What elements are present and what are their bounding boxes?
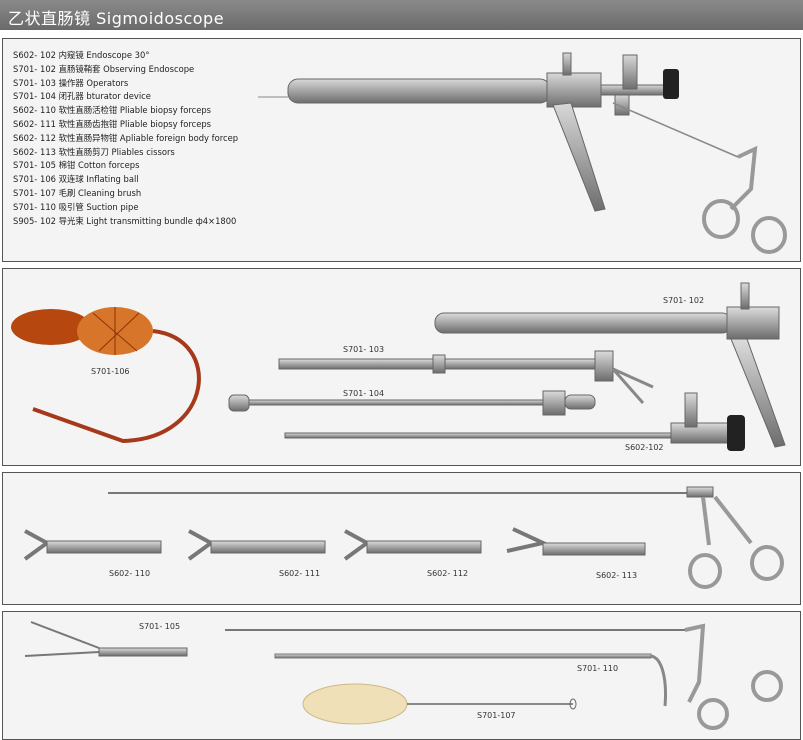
s602-112-label: S602- 112	[427, 569, 469, 578]
s602-110-label: S602- 110	[109, 569, 151, 578]
parts-list-item: S701- 102 直肠镜鞘套 Observing Endoscope	[13, 63, 195, 74]
accessories-image	[24, 621, 783, 730]
s701-107-label: S701-107	[477, 711, 516, 720]
parts-list: S602- 102 内窥镜 Endoscope 30° S701- 102 直肠…	[13, 49, 238, 228]
parts-list-item: S701- 107 毛刷 Cleaning brush	[13, 187, 142, 198]
parts-list-item: S701- 103 操作器 Operators	[13, 77, 129, 88]
parts-list-item: S701- 104 闭孔器 bturator device	[13, 91, 151, 102]
s701-102-label: S701- 102	[663, 296, 705, 305]
parts-list-item: S602- 111 软性直肠齿抱钳 Pliable biopsy forceps	[13, 118, 212, 129]
parts-list-item: S701- 105 棉钳 Cotton forceps	[13, 160, 140, 171]
s701-110-label: S701- 110	[577, 664, 619, 673]
parts-list-item: S602- 113 软性直肠剪刀 Pliables cissors	[13, 146, 175, 157]
s602-102-label: S602-102	[625, 443, 664, 452]
forceps-image	[23, 486, 784, 589]
accessories-panel: S701- 105 S701- 110 S701-107	[2, 611, 801, 740]
s701-106-label: S701-106	[91, 367, 130, 376]
parts-list-item: S701- 106 双连球 Inflating ball	[13, 174, 139, 185]
parts-list-item: S905- 102 导光束 Light transmitting bundle …	[13, 215, 237, 226]
parts-list-item: S602- 102 内窥镜 Endoscope 30°	[13, 50, 150, 60]
components-panel: S701- 102 S701- 103 S701- 104 S701-106 S…	[2, 268, 801, 466]
s602-111-label: S602- 111	[279, 569, 321, 578]
s701-103-label: S701- 103	[343, 345, 385, 354]
forceps-panel: S602- 110 S602- 111 S602- 112 S602- 113	[2, 472, 801, 605]
page-title: 乙状直肠镜 Sigmoidoscope	[8, 9, 225, 28]
s701-105-label: S701- 105	[139, 622, 181, 631]
parts-list-item: S602- 112 软性直肠异物钳 Apliable foreign body …	[13, 132, 239, 143]
s602-113-label: S602- 113	[596, 571, 638, 580]
components-image	[11, 282, 786, 451]
assembled-sigmoidoscope-image	[258, 52, 787, 254]
parts-list-item: S701- 110 吸引管 Suction pipe	[13, 201, 139, 212]
parts-list-item: S602- 110 软性直肠活检钳 Pliable biopsy forceps	[13, 105, 212, 116]
page-header: 乙状直肠镜 Sigmoidoscope	[0, 0, 803, 30]
s701-104-label: S701- 104	[343, 389, 385, 398]
assembled-panel: S602- 102 内窥镜 Endoscope 30° S701- 102 直肠…	[2, 38, 801, 262]
